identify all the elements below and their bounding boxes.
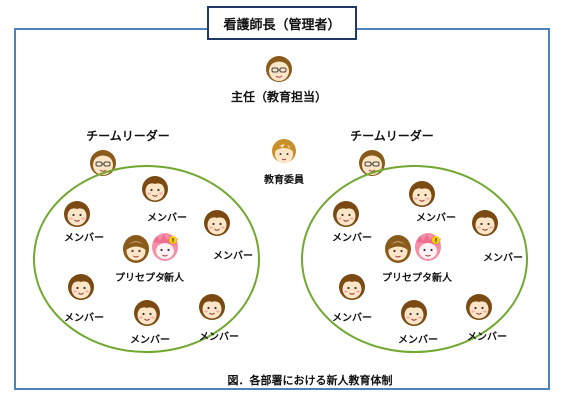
member-label: メンバー xyxy=(483,253,523,264)
member-icon xyxy=(202,207,232,237)
member-label: メンバー xyxy=(64,313,104,324)
preceptor-label: プリセプタ xyxy=(382,273,432,284)
head-nurse-box: 看護師長（管理者） xyxy=(207,6,357,40)
chief-icon xyxy=(264,54,294,84)
member-icon xyxy=(407,178,437,208)
member-icon xyxy=(331,198,361,228)
new-staff-label: 新人 xyxy=(164,273,184,284)
member-label: メンバー xyxy=(398,335,438,346)
member-icon xyxy=(470,207,500,237)
team-leader-label: チームリーダー xyxy=(86,129,170,143)
committee-label: 教育委員 xyxy=(264,175,304,186)
member-icon xyxy=(66,271,96,301)
new-staff-icon xyxy=(151,232,179,262)
member-label: メンバー xyxy=(64,233,104,244)
preceptor-icon xyxy=(121,234,151,264)
preceptor-icon xyxy=(383,234,413,264)
member-label: メンバー xyxy=(467,332,507,343)
member-label: メンバー xyxy=(130,335,170,346)
member-label: メンバー xyxy=(213,251,253,262)
member-icon xyxy=(337,271,367,301)
member-icon xyxy=(197,291,227,321)
committee-icon xyxy=(269,137,299,167)
member-label: メンバー xyxy=(147,213,187,224)
team-circle xyxy=(33,165,260,353)
team-leader-label: チームリーダー xyxy=(350,129,434,143)
member-label: メンバー xyxy=(199,332,239,343)
member-icon xyxy=(62,198,92,228)
member-label: メンバー xyxy=(416,213,456,224)
chief-label: 主任（教育担当） xyxy=(230,90,328,104)
member-icon xyxy=(399,297,429,327)
new-staff-icon xyxy=(414,232,442,262)
preceptor-label: プリセプタ xyxy=(115,273,165,284)
member-label: メンバー xyxy=(332,313,372,324)
head-nurse-label: 看護師長（管理者） xyxy=(223,17,341,33)
team-circle xyxy=(301,165,528,353)
member-icon xyxy=(464,291,494,321)
member-label: メンバー xyxy=(332,233,372,244)
member-icon xyxy=(140,173,170,203)
new-staff-label: 新人 xyxy=(432,273,452,284)
member-icon xyxy=(132,297,162,327)
figure-caption: 図．各部署における新人教育体制 xyxy=(227,374,393,387)
